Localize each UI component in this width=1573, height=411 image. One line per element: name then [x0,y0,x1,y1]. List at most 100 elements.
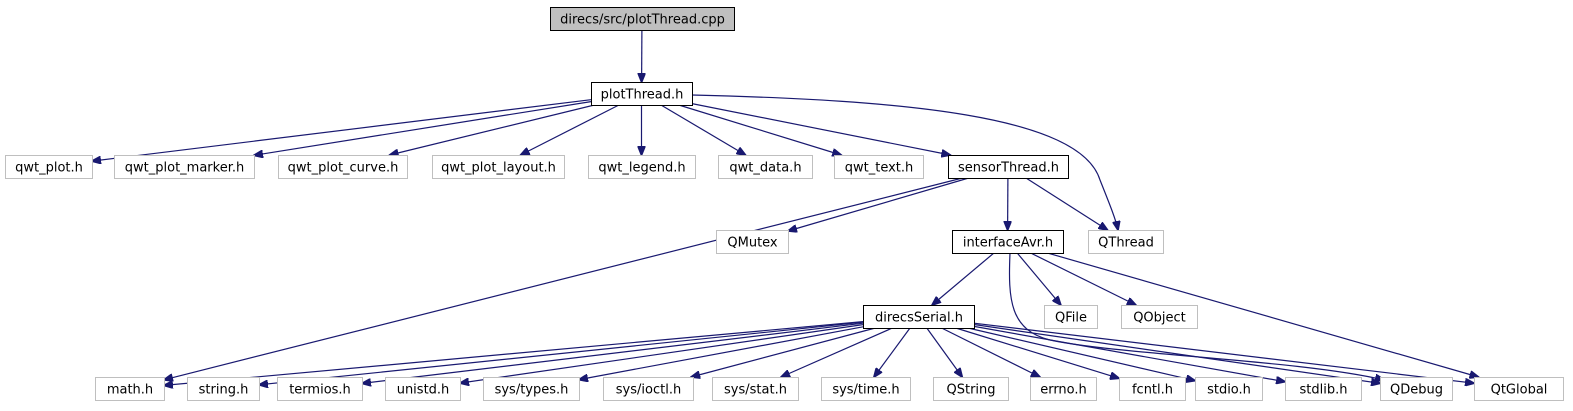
node-fcntl: fcntl.h [1119,377,1186,401]
node-label-qwt_legend: qwt_legend.h [598,161,685,176]
node-box-QFile [1044,305,1098,329]
node-label-sys_ioctl: sys/ioctl.h [616,383,681,398]
edge-direcsSerial-to-math [164,321,864,386]
node-qwt_legend: qwt_legend.h [588,155,696,179]
node-box-QThread [1088,230,1164,254]
node-qwt_data: qwt_data.h [718,155,813,179]
node-sys_time: sys/time.h [821,377,911,401]
edge-direcsSerial-to-sys_types [579,326,864,380]
edge-direcsSerial-to-errno [941,327,1040,377]
edge-direcsSerial-to-unistd [460,324,864,384]
node-label-unistd: unistd.h [397,383,450,398]
node-label-QThread: QThread [1098,236,1154,251]
node-box-qwt_text [834,155,924,179]
node-box-math [95,377,165,401]
edge-plotThread-to-qwt_plot [92,99,592,161]
edge-interfaceAvr-to-QDebug [1008,252,1384,380]
node-root[interactable]: direcs/src/plotThread.cpp [550,7,735,31]
node-label-plotThread: plotThread.h [601,88,684,103]
edge-direcsSerial-to-QDebug [973,323,1380,384]
edge-direcsSerial-to-sys_stat [781,327,893,377]
node-box-qwt_data [718,155,813,179]
node-label-sys_types: sys/types.h [495,383,569,398]
node-box-qwt_plot_curve [278,155,408,179]
node-label-QObject: QObject [1133,311,1186,326]
node-box-sys_time [821,377,911,401]
edge-direcsSerial-to-termios [362,322,864,383]
node-label-qwt_plot_layout: qwt_plot_layout.h [441,161,556,176]
node-box-plotThread [591,82,693,106]
node-label-qwt_text: qwt_text.h [845,161,914,176]
node-label-fcntl: fcntl.h [1132,383,1173,398]
node-label-direcsSerial: direcsSerial.h [875,311,963,326]
edge-direcsSerial-to-fcntl [955,327,1119,378]
edge-plotThread-to-sensorThread [691,103,950,155]
node-stdio: stdio.h [1195,377,1263,401]
node-label-sensorThread: sensorThread.h [958,161,1059,176]
node-termios: termios.h [277,377,363,401]
edge-direcsSerial-to-string [259,321,864,385]
node-label-string: string.h [199,383,249,398]
edge-direcsSerial-to-QtGlobal [973,322,1474,383]
node-box-QtGlobal [1474,377,1564,401]
node-box-qwt_plot [5,155,93,179]
edge-plotThread-to-qwt_data [660,104,746,155]
node-box-QMutex [716,230,789,254]
node-QDebug: QDebug [1380,377,1453,401]
node-sys_ioctl: sys/ioctl.h [603,377,694,401]
node-QString: QString [933,377,1009,401]
node-label-QDebug: QDebug [1390,383,1443,398]
node-box-root [550,7,735,31]
edge-sensorThread-to-QThread [1025,177,1108,230]
node-QThread: QThread [1088,230,1164,254]
node-unistd: unistd.h [385,377,461,401]
edge-interfaceAvr-to-QObject [1030,252,1136,305]
edge-plotThread-to-qwt_plot_curve [390,104,595,155]
node-qwt_plot_layout: qwt_plot_layout.h [432,155,565,179]
node-direcsSerial[interactable]: direcsSerial.h [863,305,975,329]
edge-interfaceAvr-to-direcsSerial [932,252,995,305]
node-label-stdlib: stdlib.h [1300,383,1348,398]
node-qwt_plot_marker: qwt_plot_marker.h [114,155,255,179]
node-QtGlobal: QtGlobal [1474,377,1564,401]
node-label-root: direcs/src/plotThread.cpp [560,13,725,28]
node-QMutex: QMutex [716,230,789,254]
node-box-fcntl [1119,377,1186,401]
node-errno: errno.h [1030,377,1097,401]
node-box-stdio [1195,377,1263,401]
node-box-QObject [1121,305,1198,329]
node-label-termios: termios.h [289,383,351,398]
edge-plotThread-to-qwt_text [678,104,841,155]
node-label-QString: QString [946,383,995,398]
node-box-termios [277,377,363,401]
node-box-interfaceAvr [952,230,1064,254]
node-box-unistd [385,377,461,401]
node-sensorThread[interactable]: sensorThread.h [948,155,1069,179]
node-label-QMutex: QMutex [727,236,778,251]
node-interfaceAvr[interactable]: interfaceAvr.h [952,230,1064,254]
node-label-sys_stat: sys/stat.h [724,383,787,398]
edge-plotThread-to-qwt_plot_marker [254,101,592,156]
node-box-QDebug [1380,377,1453,401]
node-QFile: QFile [1044,305,1098,329]
node-plotThread[interactable]: plotThread.h [591,82,693,106]
node-box-string [187,377,260,401]
node-box-qwt_plot_marker [114,155,255,179]
node-box-stdlib [1285,377,1362,401]
node-string: string.h [187,377,260,401]
node-box-sensorThread [948,155,1069,179]
node-sys_types: sys/types.h [483,377,580,401]
node-label-QtGlobal: QtGlobal [1491,383,1548,398]
edge-direcsSerial-to-sys_ioctl [691,327,876,377]
node-box-sys_ioctl [603,377,694,401]
edge-plotThread-to-qwt_plot_layout [521,104,620,155]
node-math: math.h [95,377,165,401]
node-label-qwt_plot_curve: qwt_plot_curve.h [288,161,399,176]
node-box-sys_stat [712,377,799,401]
edges-layer [92,29,1479,386]
edge-plotThread-to-QThread [691,94,1118,230]
node-qwt_plot_curve: qwt_plot_curve.h [278,155,408,179]
node-box-qwt_plot_layout [432,155,565,179]
node-qwt_plot: qwt_plot.h [5,155,93,179]
